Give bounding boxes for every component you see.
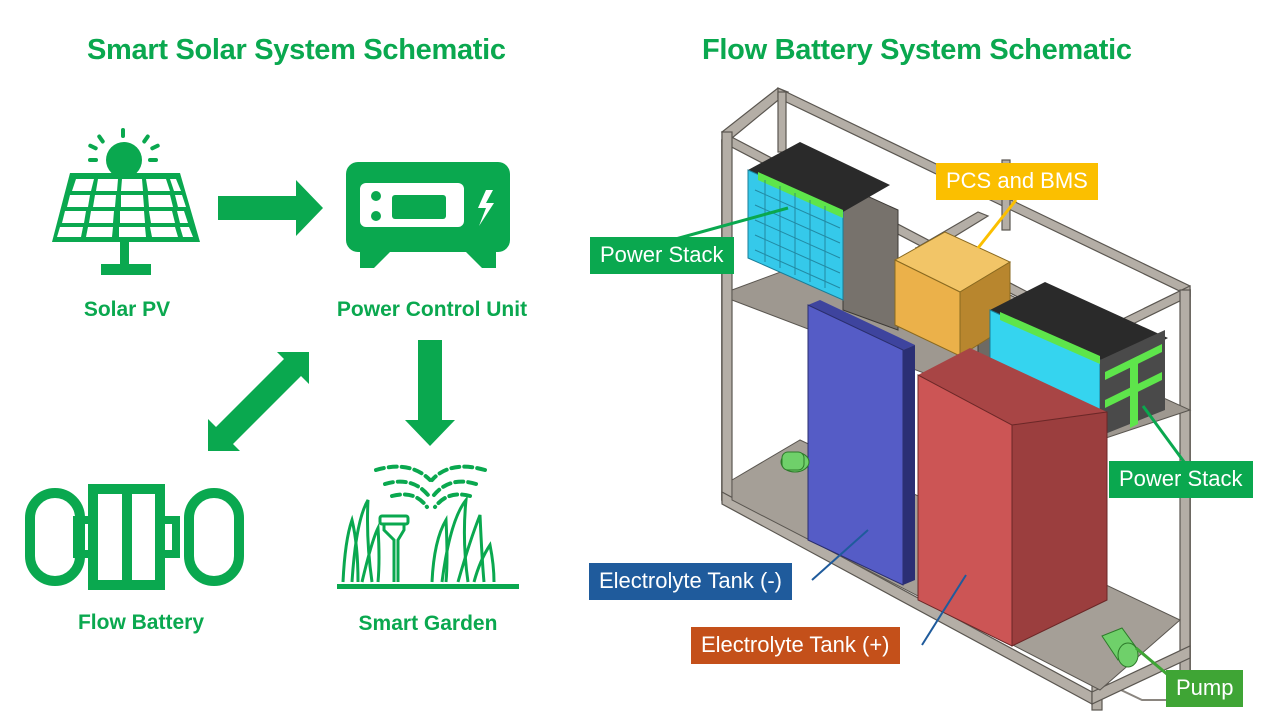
lightning-icon	[478, 190, 494, 226]
left-panel-title: Smart Solar System Schematic	[87, 34, 506, 66]
leader-tank-positive	[921, 574, 967, 646]
node-label-power-control-unit: Power Control Unit	[336, 298, 528, 321]
leader-power-stack-lower	[1141, 405, 1192, 471]
pump-left	[780, 451, 810, 473]
node-label-flow-battery: Flow Battery	[77, 611, 205, 634]
flow-battery-icon	[25, 484, 244, 590]
leader-pcs-bms	[976, 199, 1018, 249]
solar-panel-icon	[52, 128, 200, 275]
callout-electrolyte-tank-positive: Electrolyte Tank (+)	[691, 627, 900, 664]
electrolyte-tank-positive	[917, 348, 1108, 647]
callout-pump: Pump	[1166, 670, 1244, 707]
node-label-solar-pv: Solar PV	[83, 298, 171, 321]
leader-power-stack-upper	[671, 206, 789, 242]
arrow-pcu-flow-battery	[208, 352, 309, 451]
arrow-solar-to-pcu	[218, 180, 323, 236]
callout-power-stack-upper: Power Stack	[590, 237, 734, 274]
callout-power-stack-lower: Power Stack	[1109, 461, 1253, 498]
callout-pcs-bms: PCS and BMS	[936, 163, 1098, 200]
electrolyte-tank-negative	[807, 300, 915, 586]
power-control-unit-icon	[346, 162, 510, 268]
sprinkler-garden-icon	[337, 464, 519, 589]
callout-electrolyte-tank-negative: Electrolyte Tank (-)	[589, 563, 792, 600]
power-stack-upper	[747, 142, 890, 301]
arrow-pcu-to-garden	[405, 340, 455, 446]
leader-tank-negative	[811, 529, 869, 581]
left-diagram	[25, 128, 519, 590]
right-panel-title: Flow Battery System Schematic	[702, 34, 1132, 66]
node-label-smart-garden: Smart Garden	[358, 612, 498, 635]
